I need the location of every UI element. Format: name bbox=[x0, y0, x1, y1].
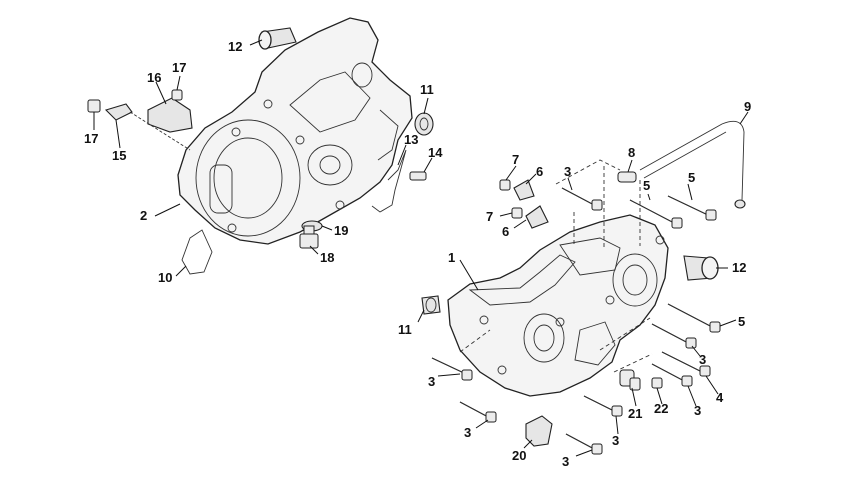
bushing-12-top bbox=[258, 27, 297, 50]
callout-5-c: 5 bbox=[738, 314, 745, 329]
o-ring-10 bbox=[181, 229, 213, 275]
callout-17-left: 17 bbox=[84, 131, 98, 146]
screw-17-top bbox=[171, 89, 183, 101]
callout-22: 22 bbox=[654, 401, 668, 416]
callout-19: 19 bbox=[334, 223, 348, 238]
callout-labels: 1 2 12 12 11 11 13 14 16 17 17 15 10 19 … bbox=[84, 39, 751, 469]
callout-20: 20 bbox=[512, 448, 526, 463]
callout-16: 16 bbox=[147, 70, 161, 85]
screw-7-lower bbox=[511, 207, 523, 219]
callout-3-right: 3 bbox=[694, 403, 701, 418]
breather-tube-9 bbox=[639, 120, 745, 201]
bushing-11-left bbox=[421, 295, 441, 315]
callout-10: 10 bbox=[158, 270, 172, 285]
left-crankcase-half bbox=[177, 17, 413, 245]
callout-1: 1 bbox=[448, 250, 455, 265]
bracket-16 bbox=[147, 97, 193, 133]
bracket-6-top bbox=[513, 179, 535, 201]
callout-5-b: 5 bbox=[688, 170, 695, 185]
bolt-22 bbox=[651, 377, 663, 389]
assembly-lines bbox=[459, 159, 653, 373]
sensor-21 bbox=[619, 369, 641, 391]
screw-7-top bbox=[499, 179, 511, 191]
callout-3-mid-right: 3 bbox=[699, 352, 706, 367]
bolt-3-lower-left bbox=[459, 401, 497, 423]
callout-3-bottom: 3 bbox=[562, 454, 569, 469]
gasket-13 bbox=[371, 149, 407, 213]
bolt-5-a bbox=[629, 199, 683, 229]
washer-15-axis bbox=[129, 111, 191, 151]
bolt-3-mid-right bbox=[651, 323, 697, 349]
bolt-4 bbox=[661, 351, 711, 377]
callout-11-top: 11 bbox=[420, 82, 434, 97]
callout-3-lower-mid: 3 bbox=[612, 433, 619, 448]
bushing-12-right bbox=[683, 255, 719, 281]
bolt-3-right bbox=[651, 363, 693, 387]
callout-3-top: 3 bbox=[564, 164, 571, 179]
leader-lines bbox=[93, 39, 749, 457]
callout-3-left: 3 bbox=[428, 374, 435, 389]
bolt-5-b bbox=[667, 195, 717, 221]
bracket-6-lower bbox=[525, 205, 549, 229]
callout-11-left: 11 bbox=[398, 322, 412, 337]
fitting-8 bbox=[617, 171, 637, 183]
callout-21: 21 bbox=[628, 406, 642, 421]
callout-7-top: 7 bbox=[512, 152, 519, 167]
callout-6-top: 6 bbox=[536, 164, 543, 179]
callout-6-lower: 6 bbox=[502, 224, 509, 239]
callout-5-a: 5 bbox=[643, 178, 650, 193]
callout-13: 13 bbox=[404, 132, 418, 147]
callout-18: 18 bbox=[320, 250, 334, 265]
callout-2: 2 bbox=[140, 208, 147, 223]
callout-7-lower: 7 bbox=[486, 209, 493, 224]
bolt-3-top bbox=[561, 187, 603, 211]
callout-8: 8 bbox=[628, 145, 635, 160]
bolt-3-left bbox=[431, 357, 473, 381]
bracket-20 bbox=[525, 415, 553, 447]
callout-17-top: 17 bbox=[172, 60, 186, 75]
washer-15 bbox=[104, 103, 133, 121]
callout-12-top: 12 bbox=[228, 39, 242, 54]
bolt-3-lower-mid bbox=[583, 395, 623, 417]
callout-15: 15 bbox=[112, 148, 126, 163]
callout-4: 4 bbox=[716, 390, 724, 405]
right-crankcase-half bbox=[447, 214, 669, 397]
callout-9: 9 bbox=[744, 99, 751, 114]
bolt-5-c bbox=[667, 303, 721, 333]
bolt-14 bbox=[409, 171, 427, 181]
callout-14: 14 bbox=[428, 145, 443, 160]
screw-17-left bbox=[87, 99, 101, 113]
callout-12-right: 12 bbox=[732, 260, 746, 275]
drain-plug-18 bbox=[299, 225, 319, 249]
bolt-3-bottom bbox=[565, 433, 603, 455]
callout-3-lower-left: 3 bbox=[464, 425, 471, 440]
